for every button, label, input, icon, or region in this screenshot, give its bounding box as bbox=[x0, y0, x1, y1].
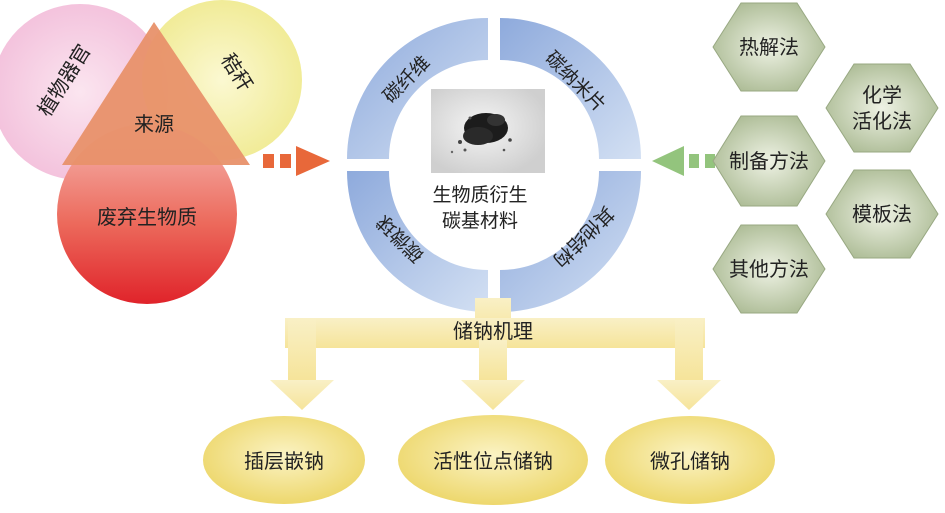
preparation-label: 制备方法 bbox=[729, 149, 809, 173]
intercalation-ellipse bbox=[203, 416, 365, 504]
hex-other-methods bbox=[712, 224, 826, 314]
ring-segment-carbon-nanosheet bbox=[500, 18, 641, 159]
waste-biomass-label: 废弃生物质 bbox=[97, 205, 197, 229]
hex-chemical-activation bbox=[825, 63, 939, 153]
micropore-label: 微孔储钠 bbox=[650, 449, 730, 473]
origin-label: 来源 bbox=[134, 112, 174, 136]
template-label: 模板法 bbox=[852, 202, 912, 226]
other-methods-label: 其他方法 bbox=[729, 257, 809, 281]
intercalation-label: 插层嵌钠 bbox=[244, 449, 324, 473]
method-hexagons: 热解法 化学 活化法 制备方法 模板法 其他方法 bbox=[712, 2, 939, 314]
active-site-label: 活性位点储钠 bbox=[433, 449, 553, 473]
carbon-powder-photo bbox=[431, 89, 545, 173]
pyrolysis-label: 热解法 bbox=[739, 35, 799, 59]
method-arrow bbox=[652, 146, 715, 176]
mechanism-title: 储钠机理 bbox=[453, 319, 533, 343]
chemical-activation-label-2: 活化法 bbox=[852, 109, 912, 133]
ring-segment-carbon-fiber bbox=[347, 18, 488, 159]
hex-pyrolysis bbox=[712, 2, 826, 92]
ring-segment-other-structure bbox=[500, 171, 641, 312]
hex-preparation bbox=[712, 115, 826, 207]
micropore-ellipse bbox=[605, 416, 775, 504]
origin-triangle bbox=[62, 22, 250, 165]
source-venn: 植物器官 秸秆 来源 废弃生物质 bbox=[0, 0, 302, 304]
center-title-line1: 生物质衍生 bbox=[432, 184, 527, 206]
chemical-activation-label-1: 化学 bbox=[862, 83, 902, 107]
hex-template bbox=[825, 169, 939, 259]
source-arrow bbox=[263, 146, 330, 176]
active-site-ellipse bbox=[398, 415, 588, 505]
center-title-line2: 碳基材料 bbox=[442, 210, 518, 232]
ring-segment-carbon-sphere bbox=[347, 171, 488, 312]
mechanism-arrows bbox=[270, 298, 721, 410]
mechanism-ellipses: 插层嵌钠 活性位点储钠 微孔储钠 bbox=[203, 415, 775, 505]
waste-biomass-circle bbox=[57, 124, 237, 304]
